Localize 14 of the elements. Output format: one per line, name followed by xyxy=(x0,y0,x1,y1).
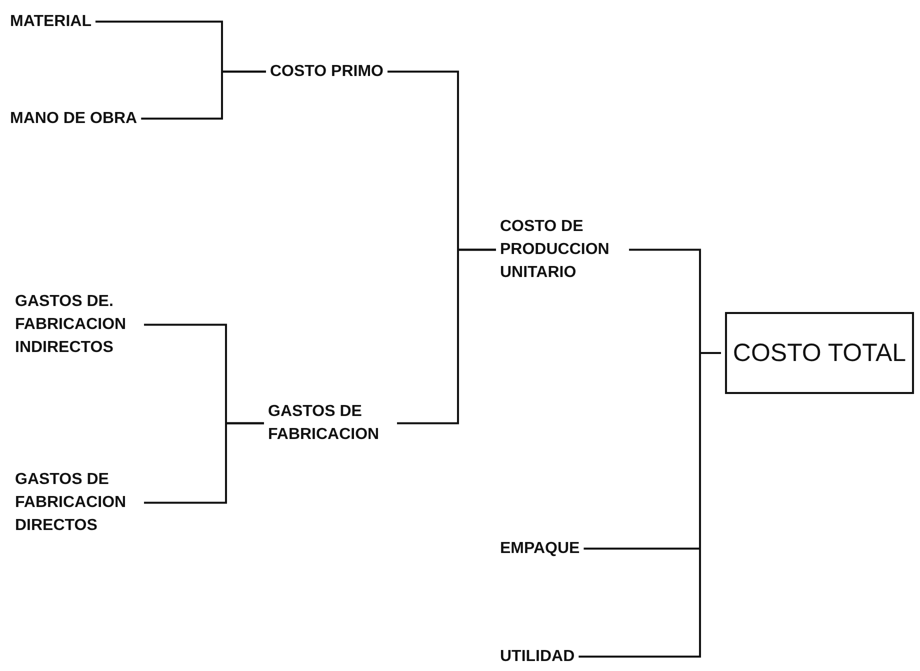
cost-label: GASTOS DE FABRICACION DIRECTOS xyxy=(15,468,140,538)
cost-label: MATERIAL xyxy=(10,10,92,34)
bracket-connector xyxy=(578,352,721,658)
cost-label: COSTO DE PRODUCCION UNITARIO xyxy=(500,215,625,285)
total-box: COSTO TOTAL xyxy=(725,312,914,394)
bracket-connector xyxy=(144,422,264,504)
cost-label: GASTOS DE FABRICACION xyxy=(268,400,393,446)
cost-label: GASTOS DE. FABRICACION INDIRECTOS xyxy=(15,290,140,360)
cost-label: EMPAQUE xyxy=(500,537,580,560)
cost-label: UTILIDAD xyxy=(500,645,575,668)
cost-label: MANO DE OBRA xyxy=(10,107,138,130)
bracket-connector xyxy=(397,248,496,424)
cost-label: COSTO PRIMO xyxy=(270,60,384,84)
bracket-connector xyxy=(141,70,266,120)
